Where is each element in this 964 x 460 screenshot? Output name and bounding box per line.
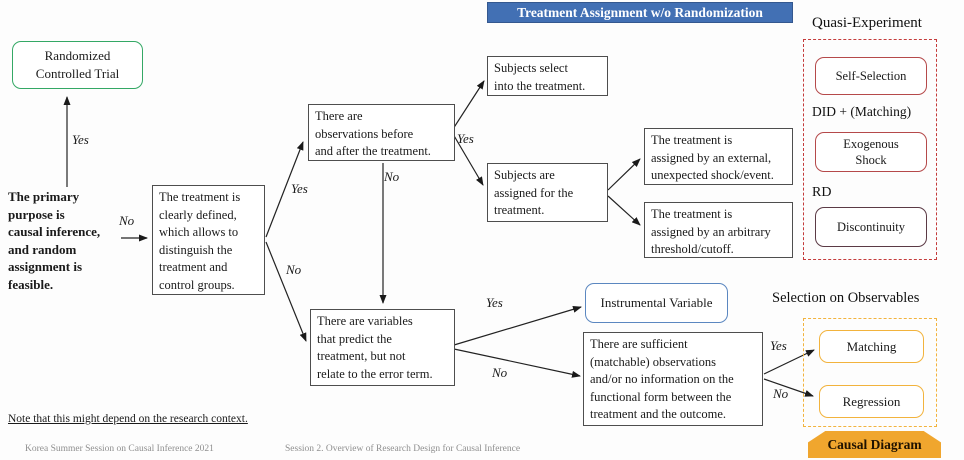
node-observations-before-after: There are observations before and after … — [308, 104, 455, 161]
edge-label-yes-matching: Yes — [770, 338, 787, 353]
node-sufficient-observations: There are sufficient (matchable) observa… — [583, 332, 763, 426]
node-matching: Matching — [819, 330, 924, 363]
node-treatment-clearly-defined: The treatment is clearly defined, which … — [152, 185, 265, 295]
quasi-experiment-heading: Quasi-Experiment — [812, 15, 922, 31]
node-discontinuity: Discontinuity — [815, 207, 927, 247]
arrow-yes-to-instrumental-variable — [453, 305, 582, 346]
causal-diagram-banner: Causal Diagram — [808, 431, 941, 458]
primary-purpose-text: The primary purpose is causal inference,… — [8, 189, 101, 292]
arrow-to-external-shock — [607, 158, 641, 191]
edge-label-no-sufficient: No — [492, 365, 508, 380]
banner-title: Treatment Assignment w/o Randomization — [487, 2, 793, 23]
node-subjects-assigned: Subjects are assigned for the treatment. — [487, 163, 608, 222]
node-subjects-select: Subjects select into the treatment. — [487, 56, 608, 96]
edge-label-yes-iv: Yes — [486, 295, 503, 310]
node-threshold-assignment: The treatment is assigned by an arbitrar… — [644, 202, 793, 258]
node-instrumental-variable: Instrumental Variable — [585, 283, 728, 323]
quasi-experiment-panel — [803, 39, 937, 260]
footer-session-title: Session 2. Overview of Research Design f… — [285, 444, 521, 454]
rd-label: RD — [812, 185, 832, 200]
node-randomized-controlled-trial: Randomized Controlled Trial — [12, 41, 143, 89]
edge-label-no-regression: No — [773, 386, 789, 401]
node-external-shock-assignment: The treatment is assigned by an external… — [644, 128, 793, 185]
arrow-no-to-sufficient-obs — [453, 348, 581, 378]
arrow-to-threshold — [607, 195, 641, 226]
edge-label-yes-subjects: Yes — [457, 131, 474, 146]
edge-label-no-down: No — [384, 169, 400, 184]
footer-session-name: Korea Summer Session on Causal Inference… — [25, 444, 214, 454]
edge-label-yes-observations: Yes — [291, 181, 308, 196]
node-self-selection: Self-Selection — [815, 57, 927, 95]
node-regression: Regression — [819, 385, 924, 418]
node-variables-predict-treatment: There are variables that predict the tre… — [310, 309, 455, 386]
arrow-to-subjects-select — [452, 80, 485, 130]
edge-label-no-defined: No — [119, 213, 135, 228]
node-exogenous-shock: Exogenous Shock — [815, 132, 927, 172]
edge-label-no-variables: No — [286, 262, 302, 277]
did-matching-label: DID + (Matching) — [812, 104, 912, 119]
edge-label-yes-rct: Yes — [72, 132, 89, 147]
arrow-defined-no-to-variables — [265, 241, 307, 342]
research-context-note: Note that this might depend on the resea… — [8, 413, 248, 425]
selection-on-observables-heading: Selection on Observables — [772, 290, 920, 306]
